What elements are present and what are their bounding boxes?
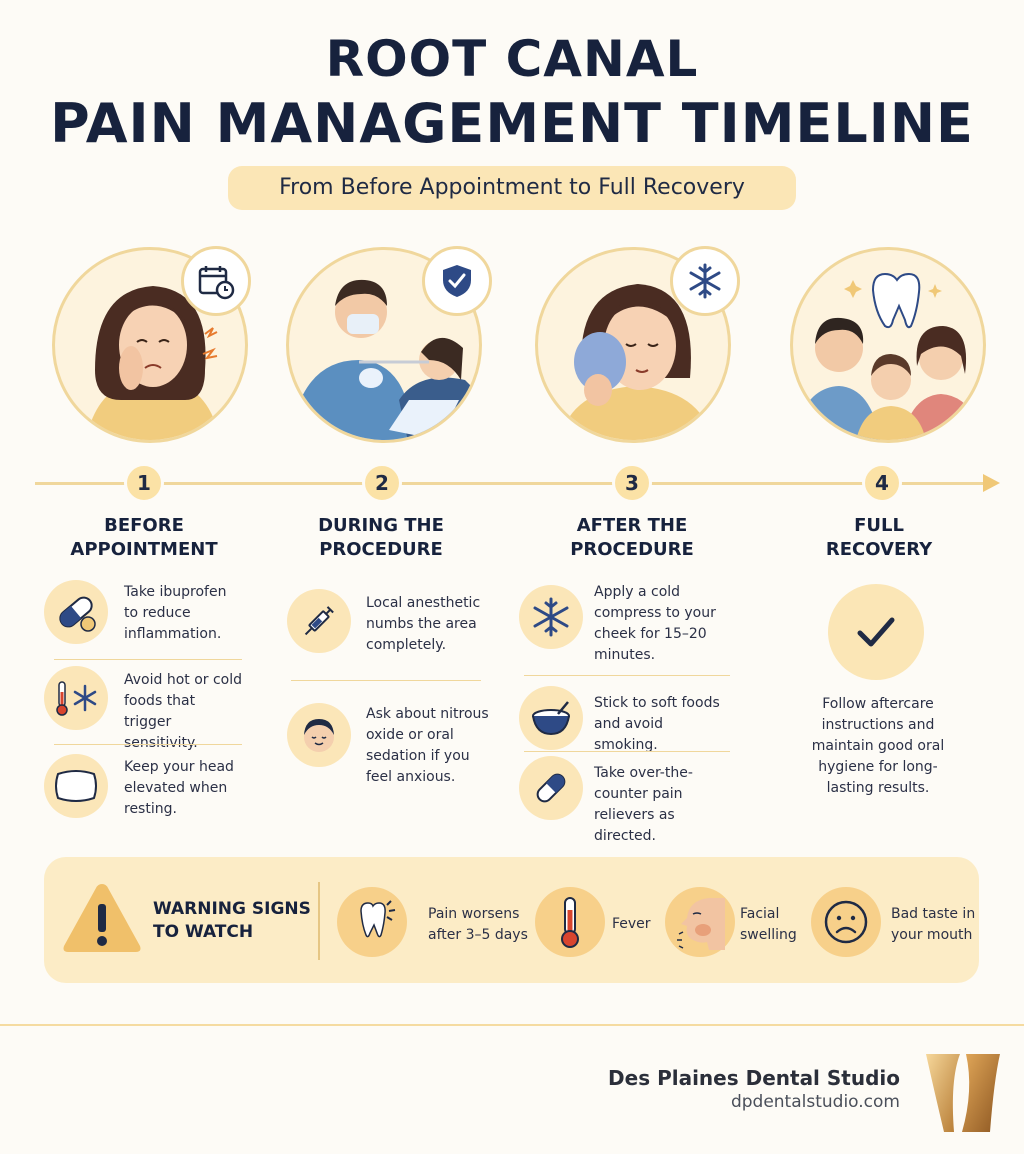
warning-title-line: TO WATCH [153,922,254,942]
bowl-icon [519,686,583,750]
page-title-line2: PAIN MANAGEMENT TIMELINE [50,92,974,155]
phase-title-line: PROCEDURE [319,539,443,560]
phase-title-line: PROCEDURE [570,539,694,560]
phase-title-recovery: FULL RECOVERY [779,514,979,562]
tip-text: Apply a cold compress to your cheek for … [594,584,716,663]
syringe-icon [287,589,351,653]
illustration-full-recovery [790,247,986,443]
calm-face-icon [287,703,351,767]
subtitle-banner: From Before Appointment to Full Recovery [228,166,796,210]
page-title-line1: ROOT CANAL [325,30,699,88]
warning-sign-line: your mouth [891,927,973,943]
step-number-3: 3 [612,463,652,503]
warning-sign-text: Pain worsens after 3–5 days [428,904,528,946]
brand-name: Des Plaines Dental Studio [608,1066,900,1090]
divider [54,659,242,660]
tip-text: Take ibuprofen to reduce inflammation. [124,584,227,642]
tip-text: Avoid hot or cold foods that trigger sen… [124,672,243,751]
pill-icon [44,580,108,644]
footer-divider [0,1024,1024,1026]
swollen-face-icon [665,887,735,957]
checkmark-icon [828,584,924,680]
tip-text: Keep your head elevated when resting. [124,759,234,817]
tip-text: Ask about nitrous oxide or oral sedation… [366,706,489,785]
thermometer-icon [535,887,605,957]
warning-triangle-icon [60,880,144,956]
recovery-text: Follow aftercare instructions and mainta… [811,696,945,796]
warning-divider [318,882,320,960]
painful-tooth-icon [337,887,407,957]
warning-sign-line: Bad taste in [891,906,976,922]
timeline-line [35,482,985,485]
warning-sign-text: Bad taste in your mouth [891,904,975,946]
snowflake-icon [670,246,740,316]
tip-text: Stick to soft foods and avoid smoking. [594,695,720,753]
snowflake-icon [519,585,583,649]
timeline-arrowhead [983,474,1000,492]
phase-title-line: AFTER THE [576,515,688,536]
warning-sign-line: Pain worsens [428,906,520,922]
phase-title-line: BEFORE [104,515,184,536]
step-number-1: 1 [124,463,164,503]
step-number-2: 2 [362,463,402,503]
pillow-icon [44,754,108,818]
divider [54,744,242,745]
thermometer-snowflake-icon [44,666,108,730]
step-number-4: 4 [862,463,902,503]
calendar-clock-icon [181,246,251,316]
tip-text: Take over-the-counter pain relievers as … [594,765,693,844]
phase-title-before: BEFORE APPOINTMENT [44,514,244,562]
warning-sign-line: after 3–5 days [428,927,528,943]
sad-face-icon [811,887,881,957]
warning-sign-line: Fever [612,916,651,932]
warning-sign-line: Facial [740,906,780,922]
phase-title-after: AFTER THE PROCEDURE [532,514,732,562]
warning-sign-line: swelling [740,927,797,943]
phase-title-line: APPOINTMENT [70,539,218,560]
brand-url: dpdentalstudio.com [730,1092,900,1112]
tip-text: Local anesthetic numbs the area complete… [366,595,481,653]
phase-title-line: RECOVERY [825,539,933,560]
divider [524,675,730,676]
capsule-icon [519,756,583,820]
divider [524,751,730,752]
shield-check-icon [422,246,492,316]
phase-title-line: FULL [854,515,904,536]
warning-sign-text: Facial swelling [740,904,797,946]
warning-sign-text: Fever [612,914,651,935]
warning-title-line: WARNING SIGNS [153,899,311,919]
brand-logo [920,1050,1004,1134]
warning-title: WARNING SIGNS TO WATCH [153,898,311,944]
phase-title-line: DURING THE [318,515,444,536]
phase-title-during: DURING THE PROCEDURE [281,514,481,562]
divider [291,680,481,681]
